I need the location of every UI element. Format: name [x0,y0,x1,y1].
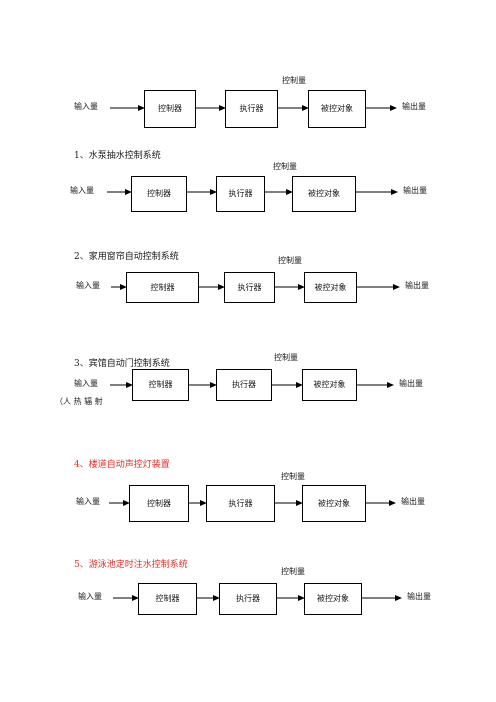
control-quantity-label-3: 控制量 [274,353,298,362]
block-4-0: 控制器 [129,485,189,522]
input-label-0: 输入量 [74,102,98,111]
output-label-4: 输出量 [401,497,425,506]
output-label-1: 输出量 [403,186,427,195]
control-quantity-label-2: 控制量 [278,256,302,265]
control-quantity-label-0: 控制量 [282,76,306,85]
diagram-title-1: 1、水泵抽水控制系统 [74,151,161,161]
input-label-3: 输入量 [74,379,98,388]
block-0-1: 执行器 [225,90,278,128]
block-5-2: 被控对象 [304,583,362,615]
control-quantity-label-4: 控制量 [281,472,305,481]
block-3-2: 被控对象 [302,369,357,401]
input-label-1: 输入量 [70,186,94,195]
control-quantity-label-5: 控制量 [281,567,305,576]
block-3-1: 执行器 [216,369,272,401]
block-3-0: 控制器 [132,369,189,401]
diagram-title-2: 2、家用窗帘自动控制系统 [74,252,179,262]
diagram-title-3: 3、宾馆自动门控制系统 [74,359,170,369]
block-5-1: 执行器 [219,583,277,615]
block-0-0: 控制器 [144,90,196,128]
output-label-5: 输出量 [407,592,431,601]
control-quantity-label-1: 控制量 [273,162,297,171]
input-label-5: 输入量 [78,592,102,601]
block-4-1: 执行器 [206,485,275,522]
diagram-title-4: 4、楼道自动声控灯装置 [74,460,170,470]
output-label-0: 输出量 [402,102,426,111]
output-label-2: 输出量 [405,281,429,290]
input-label-2: 输入量 [76,281,100,290]
block-2-1: 执行器 [224,272,275,303]
block-2-0: 控制器 [126,272,199,303]
block-2-2: 被控对象 [304,272,357,303]
diagram-title-5: 5、游泳池定时注水控制系统 [74,560,188,570]
block-0-2: 被控对象 [308,90,366,128]
block-5-0: 控制器 [138,583,197,615]
block-4-2: 被控对象 [302,485,366,522]
block-1-0: 控制器 [131,176,187,212]
block-1-2: 被控对象 [292,176,356,212]
input-note-3: （人 热 辐 射 [55,397,103,406]
output-label-3: 输出量 [399,379,423,388]
input-label-4: 输入量 [76,497,100,506]
block-1-1: 执行器 [216,176,265,212]
